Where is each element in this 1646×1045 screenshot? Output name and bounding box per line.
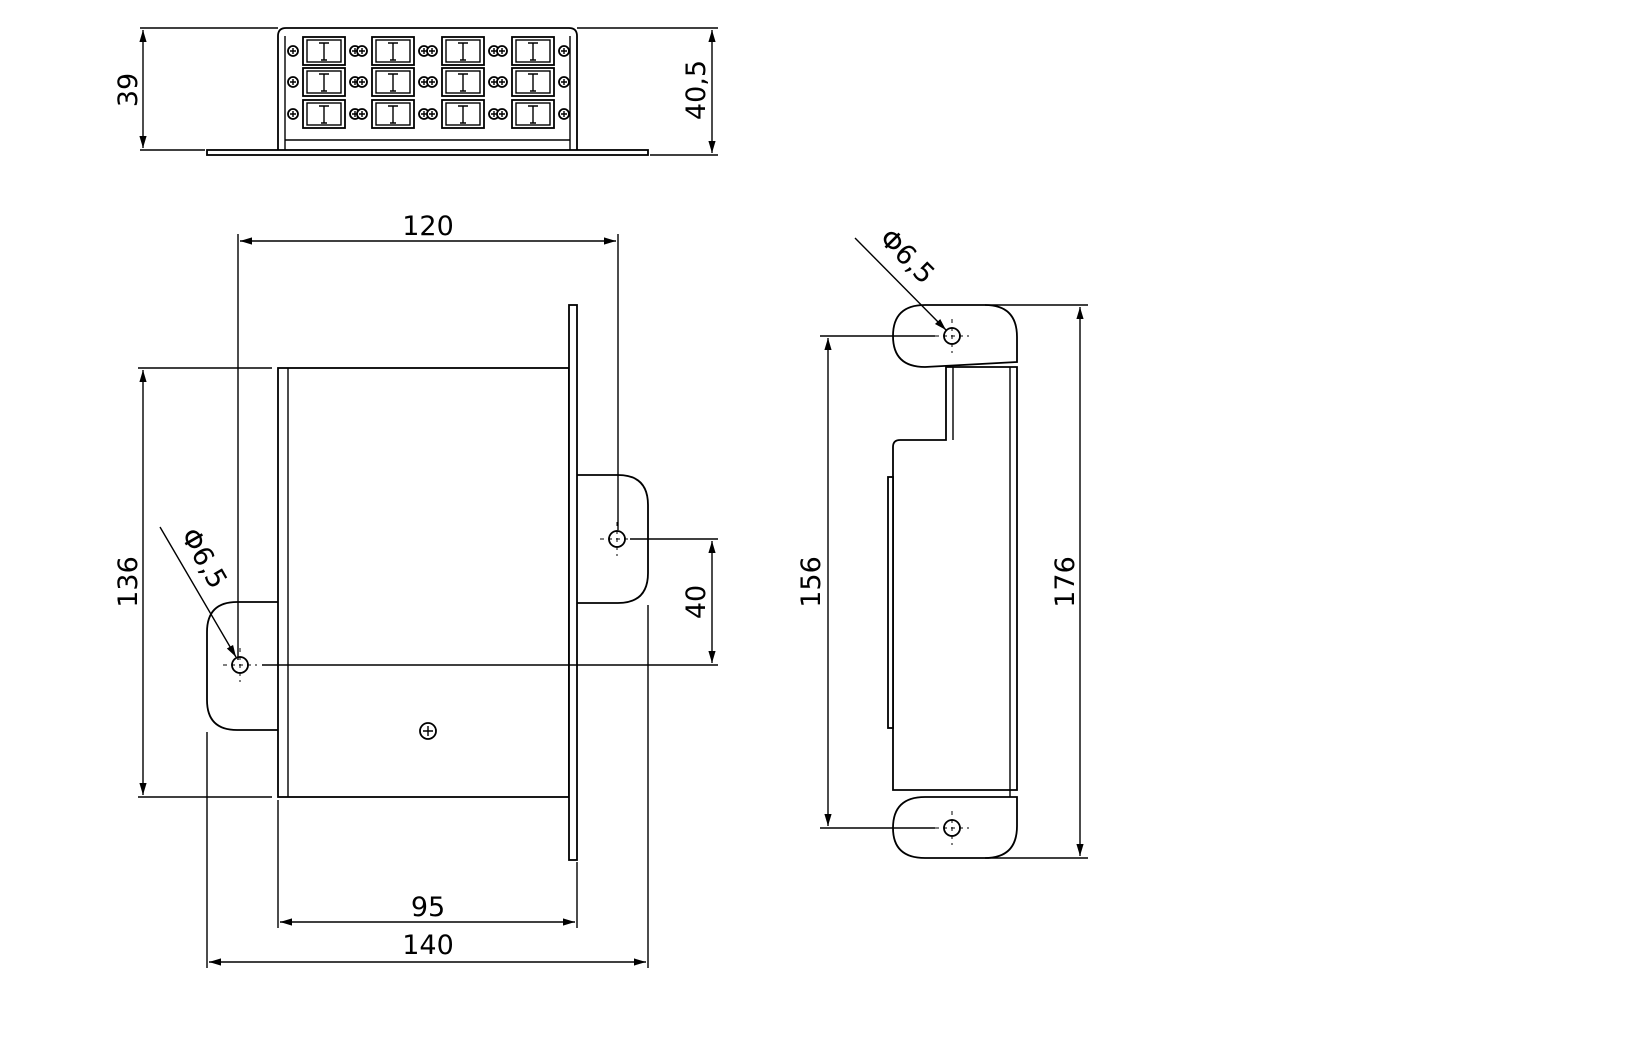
dim-label-156: 156 [796, 556, 827, 608]
connector-latch [319, 42, 329, 61]
dim-label-176: 176 [1050, 556, 1081, 608]
lc-connector-port [515, 102, 551, 126]
connector-latch [458, 73, 468, 92]
screw-cross [429, 79, 435, 85]
screw-cross [561, 111, 567, 117]
front-flange [568, 304, 578, 861]
screw-cross [491, 111, 497, 117]
side-panel [887, 476, 894, 729]
screw-cross [429, 111, 435, 117]
connector-latch [388, 73, 398, 92]
screw-cross [499, 48, 505, 54]
screw-cross [290, 79, 296, 85]
lc-connector-port [306, 102, 342, 126]
connector-latch [528, 73, 538, 92]
lc-connector-port [445, 39, 481, 63]
lc-connector-port [515, 70, 551, 94]
lc-connector-port [445, 102, 481, 126]
connector-latch [528, 42, 538, 61]
dim-label-hole-diameter: Φ6,5 [174, 523, 233, 594]
lc-connector-port [445, 70, 481, 94]
front-view: 120 136 40 95 140 Φ6,5 [113, 211, 718, 968]
lc-connector-port [375, 70, 411, 94]
dim-label-95: 95 [411, 892, 445, 923]
connector-latch [528, 105, 538, 124]
lc-connector [302, 36, 346, 66]
screw-cross [359, 79, 365, 85]
dim-label-40: 40 [681, 585, 712, 619]
lc-connector-port [515, 39, 551, 63]
dim-label-120: 120 [402, 211, 454, 242]
screw-cross [499, 111, 505, 117]
lc-connector-port [375, 39, 411, 63]
dim-label-hole-diameter: Φ6,5 [873, 223, 940, 290]
connector-grid [287, 36, 570, 129]
side-body [892, 366, 1018, 791]
screw-cross [290, 111, 296, 117]
connector-latch [458, 105, 468, 124]
dim-label-40-5: 40,5 [681, 60, 712, 120]
dim-label-140: 140 [402, 930, 454, 961]
connector-latch [319, 73, 329, 92]
lc-connector-port [306, 70, 342, 94]
dim-label-39: 39 [113, 73, 144, 107]
dim-label-136: 136 [113, 556, 144, 608]
screw-cross [491, 48, 497, 54]
leader-hole-diameter [854, 237, 947, 331]
screw-cross [290, 48, 296, 54]
connector-latch [388, 42, 398, 61]
leader-hole-diameter [159, 526, 237, 658]
screw-cross [421, 111, 427, 117]
connector-latch [458, 42, 468, 61]
lc-connector-port [375, 102, 411, 126]
top-view: 39 40,5 [113, 27, 718, 156]
screw-cross [561, 48, 567, 54]
side-view: Φ6,5 156 176 [796, 223, 1088, 859]
screw-cross [429, 48, 435, 54]
connector-latch [388, 105, 398, 124]
screw-cross [499, 79, 505, 85]
screw-cross [421, 79, 427, 85]
screw-cross [359, 48, 365, 54]
base-plate [206, 149, 649, 156]
screw-cross [421, 48, 427, 54]
lc-connector-port [306, 39, 342, 63]
screw-cross [359, 111, 365, 117]
screw-cross [561, 79, 567, 85]
connector-latch [319, 105, 329, 124]
screw-cross [491, 79, 497, 85]
